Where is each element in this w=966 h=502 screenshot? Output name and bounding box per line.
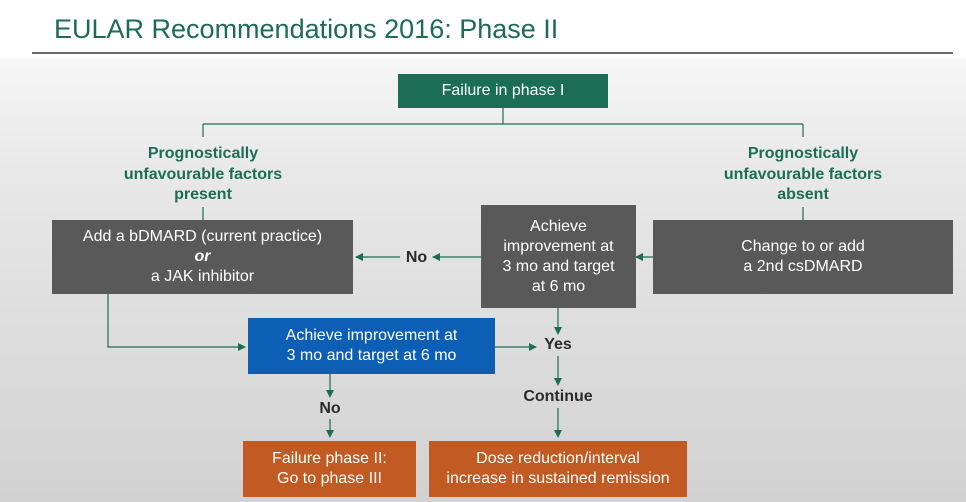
continue-label: Continue [523,388,593,405]
achieve-top-box: Achieve improvement at 3 mo and target a… [481,205,636,308]
change-csdmard-box: Change to or add a 2nd csDMARD [653,220,953,294]
failure-phase2-line1: Failure phase II: [272,450,387,467]
achieve-top-line3: 3 mo and target [502,257,615,275]
add-bdmard-box: Add a bDMARD (current practice) or a JAK… [52,220,353,294]
achieve-top-line1: Achieve [530,217,587,235]
add-bdmard-line3: a JAK inhibitor [150,268,255,285]
factors-present-line2: unfavourable factors [123,165,283,183]
failure-phase1-box: Failure in phase I [398,74,608,108]
failure-phase1-text: Failure in phase I [441,82,565,99]
factors-present-line1: Prognostically [147,145,259,162]
failure-phase2-line2: Go to phase III [277,470,382,487]
achieve-top-line4: at 6 mo [531,277,586,295]
factors-absent-line2: unfavourable factors [723,165,883,183]
factors-absent-line3: absent [777,186,829,203]
achieve-mid-box: Achieve improvement at 3 mo and target a… [248,318,495,374]
factors-absent-label: Prognostically unfavourable factors abse… [703,144,903,206]
failure-phase2-box: Failure phase II: Go to phase III [243,441,416,497]
factors-present-label: Prognostically unfavourable factors pres… [103,144,303,206]
achieve-top-line2: improvement at [503,237,614,255]
add-bdmard-line1: Add a bDMARD (current practice) [82,228,323,245]
page-title: EULAR Recommendations 2016: Phase II [54,14,559,44]
achieve-mid-line1: Achieve improvement at [285,327,458,344]
no-label-top: No [405,249,428,266]
change-csdmard-line1: Change to or add [741,238,865,255]
add-bdmard-or: or [194,248,211,265]
achieve-mid-line2: 3 mo and target at 6 mo [286,347,457,364]
dose-reduction-line2: increase in sustained remission [446,470,670,487]
change-csdmard-line2: a 2nd csDMARD [743,258,863,275]
dose-reduction-box: Dose reduction/interval increase in sust… [429,441,687,497]
factors-present-line3: present [174,186,232,203]
yes-label: Yes [544,336,572,353]
title-divider [32,52,953,54]
no-label-bottom: No [319,400,341,417]
factors-absent-line1: Prognostically [747,145,859,162]
arrow-bdmard-to-achieve-mid [107,294,246,351]
dose-reduction-line1: Dose reduction/interval [476,450,640,467]
